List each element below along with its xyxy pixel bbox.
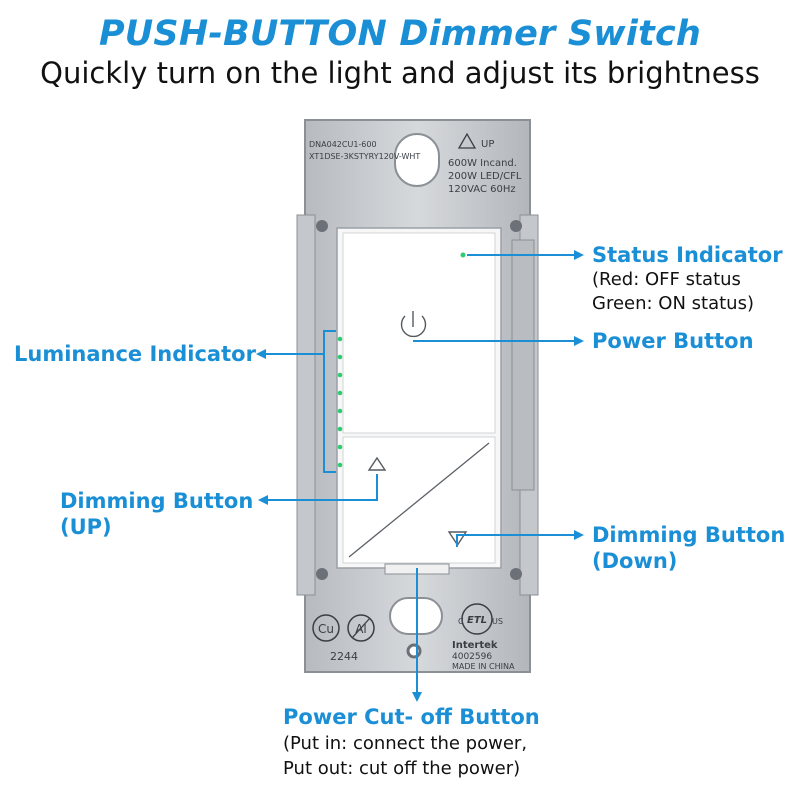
screw-bottom-center xyxy=(406,643,422,659)
intertek-number: 4002596 xyxy=(452,652,492,662)
top-slot xyxy=(394,133,440,187)
cutoff-label: Power Cut- off Button xyxy=(283,705,540,729)
callout-lines xyxy=(256,250,584,702)
screw-bottom-left xyxy=(316,568,328,580)
luminance-indicator xyxy=(337,336,343,468)
dim-up-label-1: Dimming Button xyxy=(60,489,254,513)
luminance-led xyxy=(337,372,343,378)
luminance-led xyxy=(337,354,343,360)
rocker-divider xyxy=(348,442,490,558)
luminance-led xyxy=(337,336,343,342)
triangle-up-icon[interactable] xyxy=(367,456,387,471)
status-indicator-label: Status Indicator xyxy=(592,243,783,267)
power-button-label: Power Button xyxy=(592,329,754,353)
power-button[interactable] xyxy=(342,232,496,434)
model-line-2: XT1DSE-3KSTYRY120V-WHT xyxy=(309,152,420,161)
dim-up-callout-line xyxy=(258,474,378,505)
etl-logo-text: ETL xyxy=(467,615,487,626)
rating-line-3: 120VAC 60Hz xyxy=(448,184,516,195)
status-indicator-led xyxy=(460,252,466,258)
dim-down-label-1: Dimming Button xyxy=(592,523,786,547)
screw-top-left xyxy=(316,220,328,232)
page-title: PUSH-BUTTON Dimmer Switch xyxy=(98,14,702,54)
model-line-1: DNA042CU1-600 xyxy=(309,140,377,149)
luminance-indicator-label: Luminance Indicator xyxy=(14,342,256,366)
status-indicator-desc-1: (Red: OFF status xyxy=(592,269,741,290)
luminance-led xyxy=(337,462,343,468)
power-icon[interactable] xyxy=(400,311,427,338)
etl-us: US xyxy=(492,617,503,626)
status-indicator-desc-2: Green: ON status) xyxy=(592,293,754,314)
triangle-down-icon[interactable] xyxy=(447,531,468,547)
cutoff-desc-2: Put out: cut off the power) xyxy=(283,758,521,779)
luminance-led xyxy=(337,426,343,432)
luminance-led xyxy=(337,444,343,450)
etl-logo xyxy=(461,603,493,635)
cutoff-desc-1: (Put in: connect the power, xyxy=(283,733,528,754)
dim-up-label-2: (UP) xyxy=(60,515,112,539)
luminance-bracket xyxy=(323,330,336,473)
dim-down-callout-line xyxy=(456,530,584,547)
dim-down-label-2: (Down) xyxy=(592,549,678,573)
page-subtitle: Quickly turn on the light and adjust its… xyxy=(40,56,760,90)
up-mark: UP xyxy=(481,139,494,150)
al-logo-text: Al xyxy=(355,622,367,636)
cu-logo xyxy=(312,614,340,642)
cert-number: 2244 xyxy=(330,650,358,663)
etl-c: C xyxy=(458,617,464,626)
luminance-led xyxy=(337,408,343,414)
rating-line-1: 600W Incand. xyxy=(448,158,517,169)
al-logo xyxy=(347,614,375,642)
luminance-led xyxy=(337,390,343,396)
screw-bottom-right xyxy=(510,568,522,580)
warning-triangle-icon xyxy=(457,132,477,149)
intertek-text: Intertek xyxy=(452,640,498,651)
screw-top-right xyxy=(510,220,522,232)
made-in-text: MADE IN CHINA xyxy=(452,662,515,671)
cu-logo-text: Cu xyxy=(318,622,334,636)
switch-face xyxy=(336,227,502,569)
rating-line-2: 200W LED/CFL xyxy=(448,171,522,182)
